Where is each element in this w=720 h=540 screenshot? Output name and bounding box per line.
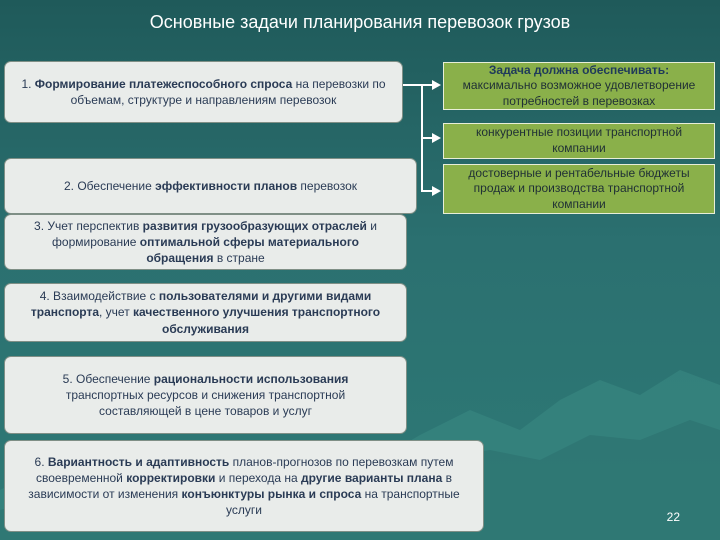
- task-box-3: 3. Учет перспектив развития грузообразую…: [4, 214, 407, 270]
- task-text: планов-прогнозов по перевозкам путем сво…: [36, 454, 454, 485]
- task-highlight: конъюнктуры рынка и спроса: [181, 487, 362, 501]
- task-highlight: оптимальной сферы материального обращени…: [139, 234, 359, 266]
- task-highlight: качественного улучшения транспортного об…: [133, 305, 381, 336]
- task-highlight: рациональности использования: [153, 371, 349, 386]
- task-text: и перехода на: [215, 470, 301, 485]
- task-text: на перевозки по объемам, структуре и нап…: [70, 76, 386, 107]
- connector-line: [421, 84, 433, 86]
- arrow-icon: [432, 186, 441, 196]
- task-text: в стране: [213, 251, 265, 266]
- task-highlight: другие варианты плана: [300, 470, 443, 485]
- task-number: 1.: [21, 76, 35, 91]
- goal-box-3: достоверные и рентабельные бюджеты прода…: [443, 164, 715, 214]
- goal-box-1: Задача должна обеспечивать: максимально …: [443, 62, 715, 110]
- task-number: 6.: [34, 454, 48, 469]
- task-highlight: эффективности планов: [155, 178, 298, 193]
- task-text: 4. Взаимодействие с: [39, 289, 159, 304]
- task-text: в зависимости от изменения: [28, 470, 452, 501]
- page-number: 22: [666, 510, 680, 524]
- connector-line: [421, 137, 433, 139]
- arrow-icon: [432, 80, 441, 90]
- task-text: перевозок: [297, 178, 358, 193]
- task-text: и формирование: [52, 218, 377, 249]
- task-text: 5. Обеспечение: [62, 371, 154, 386]
- goal-text: достоверные и рентабельные бюджеты прода…: [468, 165, 690, 211]
- task-text: 3. Учет перспектив: [34, 218, 143, 233]
- task-box-2: 2. Обеспечение эффективности планов пере…: [4, 158, 417, 214]
- task-highlight: Формирование платежеспособного спроса: [34, 76, 293, 91]
- connector-line: [421, 190, 433, 192]
- goal-text: конкурентные позиции транспортной компан…: [475, 125, 683, 155]
- task-text: , учет: [99, 305, 134, 320]
- task-box-6: 6. Вариантность и адаптивность планов-пр…: [4, 440, 484, 532]
- connector-line: [403, 84, 423, 86]
- task-box-5: 5. Обеспечение рациональности использова…: [4, 356, 407, 434]
- goal-heading: Задача должна обеспечивать:: [488, 62, 670, 77]
- slide-title: Основные задачи планирования перевозок г…: [149, 12, 571, 32]
- goal-text: максимально возможное удовлетворение пот…: [462, 78, 696, 108]
- task-text: 2. Обеспечение: [63, 178, 156, 193]
- task-highlight: пользователями и другими видами транспор…: [30, 289, 372, 320]
- task-highlight: развития грузообразующих отраслей: [142, 218, 367, 233]
- arrow-icon: [432, 133, 441, 143]
- task-highlight: корректировки: [126, 470, 216, 485]
- task-text: на транспортные услуги: [226, 487, 460, 518]
- task-text: транспортных ресурсов и снижения транспо…: [65, 387, 346, 419]
- task-box-4: 4. Взаимодействие с пользователями и дру…: [4, 283, 407, 342]
- goal-box-2: конкурентные позиции транспортной компан…: [443, 123, 715, 159]
- task-box-1: 1. Формирование платежеспособного спроса…: [4, 61, 403, 123]
- task-highlight: Вариантность и адаптивность: [47, 454, 230, 469]
